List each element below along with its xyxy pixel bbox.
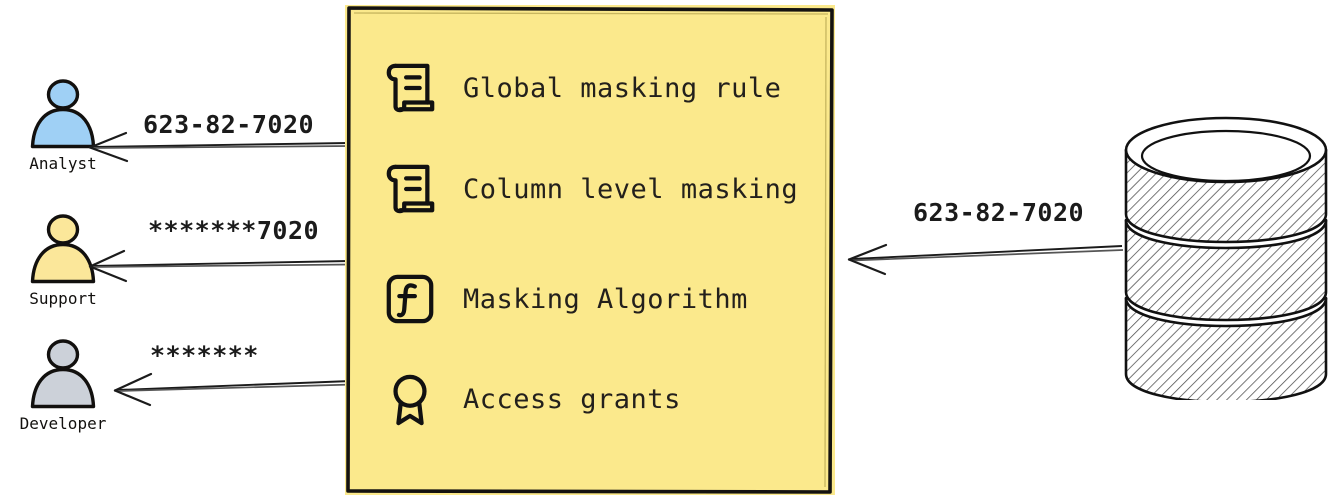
actor-developer: Developer [8, 338, 118, 433]
function-box-icon [386, 274, 434, 324]
flow-arrow-database [847, 243, 1124, 276]
actor-label: Developer [19, 414, 107, 433]
database-cylinder-icon [1124, 116, 1328, 400]
person-icon [30, 214, 96, 284]
policy-item-label: Column level masking [463, 173, 799, 205]
actor-support: Support [8, 213, 118, 308]
award-ribbon-icon [393, 374, 427, 426]
policy-item-column-level-masking[interactable]: Column level masking [383, 161, 798, 217]
actor-analyst: Analyst [8, 78, 118, 173]
person-icon [30, 79, 96, 149]
policy-item-masking-algorithm[interactable]: Masking Algorithm [383, 271, 748, 327]
scroll-icon [386, 63, 435, 113]
policy-item-global-masking-rule[interactable]: Global masking rule [383, 60, 781, 116]
flow-arrow-developer [113, 372, 354, 407]
scroll-icon [386, 164, 435, 214]
flow-label-developer: ******* [150, 341, 259, 370]
actor-label: Support [29, 289, 97, 308]
flow-label-analyst: 623-82-7020 [143, 110, 315, 139]
person-icon [30, 339, 96, 409]
policy-item-label: Masking Algorithm [463, 283, 748, 315]
policy-item-label: Global masking rule [463, 72, 782, 104]
policy-item-access-grants[interactable]: Access grants [383, 371, 681, 427]
flow-label-database: 623-82-7020 [913, 198, 1085, 227]
policy-item-label: Access grants [463, 383, 681, 415]
flow-arrow-support [88, 249, 352, 283]
actor-label: Analyst [29, 154, 97, 173]
flow-label-support: *******7020 [148, 216, 320, 245]
